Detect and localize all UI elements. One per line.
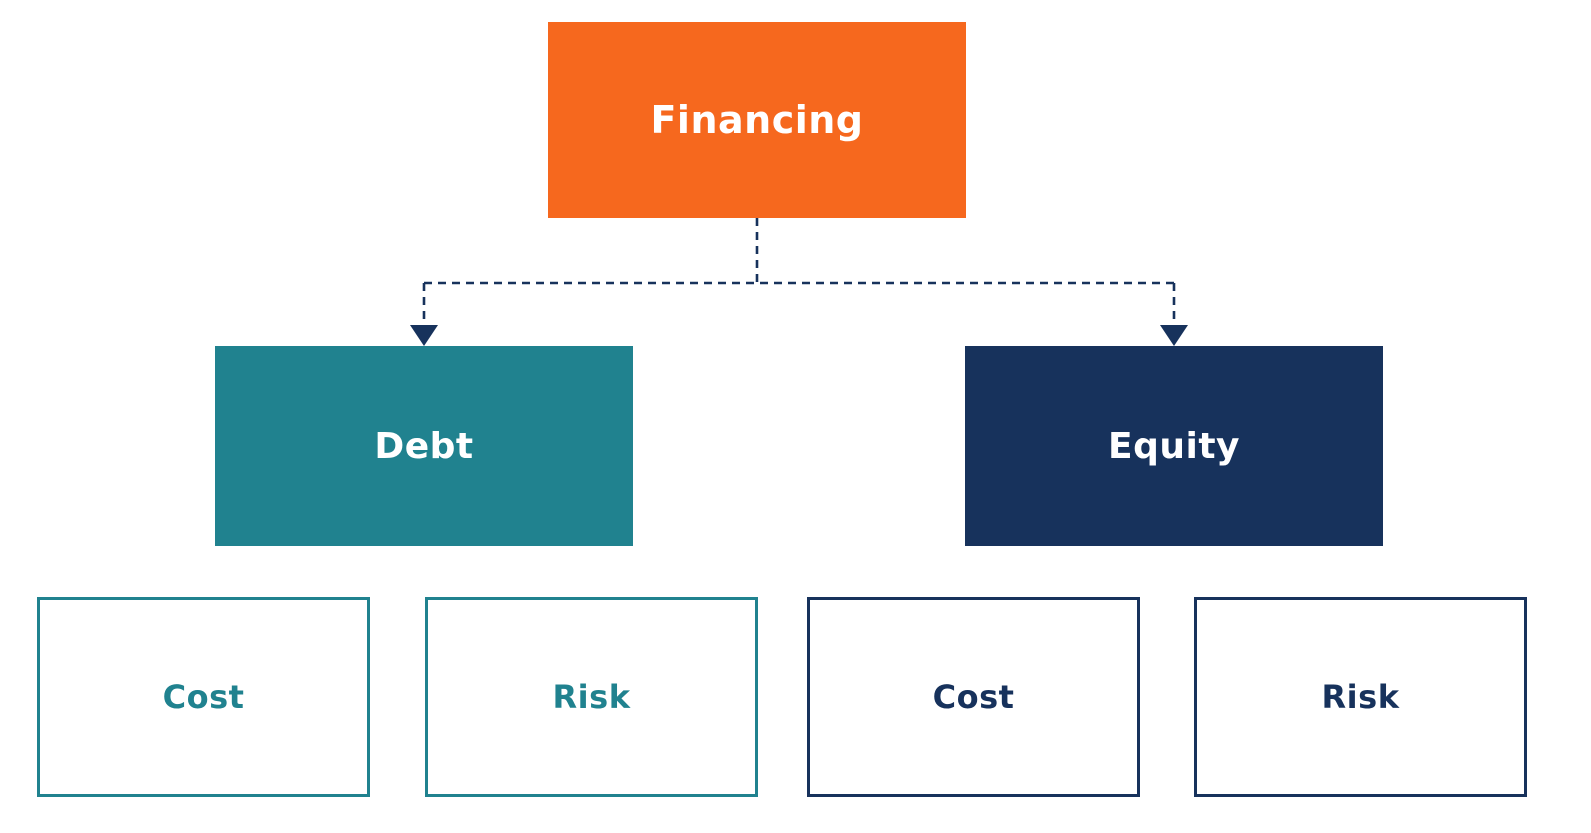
node-equity-cost-label: Cost — [932, 678, 1015, 716]
node-equity-label: Equity — [1107, 425, 1240, 467]
connector-dashed-lines — [422, 218, 1176, 325]
node-equity: Equity — [965, 346, 1383, 546]
node-financing-label: Financing — [650, 98, 864, 142]
arrowhead-right-icon — [1160, 325, 1188, 346]
node-financing: Financing — [548, 22, 966, 218]
node-debt-risk-label: Risk — [552, 678, 631, 716]
node-equity-risk: Risk — [1194, 597, 1527, 797]
node-debt-label: Debt — [374, 425, 474, 467]
node-equity-risk-label: Risk — [1321, 678, 1400, 716]
node-debt-cost: Cost — [37, 597, 370, 797]
node-debt-cost-label: Cost — [162, 678, 245, 716]
node-debt: Debt — [215, 346, 633, 546]
arrowhead-left-icon — [410, 325, 438, 346]
node-equity-cost: Cost — [807, 597, 1140, 797]
node-debt-risk: Risk — [425, 597, 758, 797]
